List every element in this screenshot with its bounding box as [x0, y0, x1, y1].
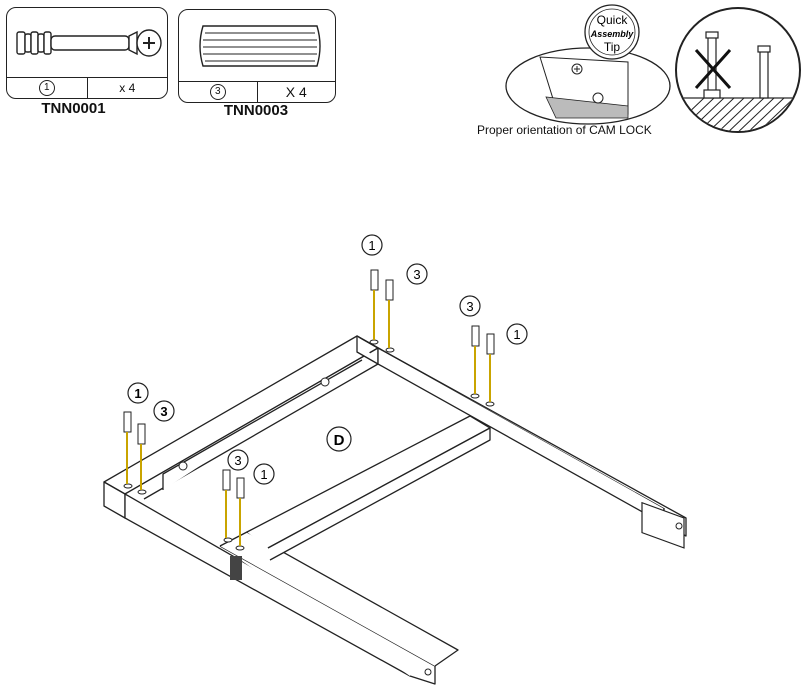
part-code-tnn0001: TNN0001 — [41, 100, 106, 117]
tip-badge-line: Tip — [604, 40, 621, 54]
part-quantity: x 4 — [86, 78, 168, 98]
callout-label: 3 — [466, 299, 473, 314]
cam-lock-detail: Quick Assembly Tip — [505, 4, 671, 125]
part-card-tnn0003: 3 X 4 — [178, 9, 336, 103]
part-quantity: X 4 — [256, 82, 336, 102]
part-card-tnn0001: 1 x 4 — [6, 7, 168, 99]
tip-caption: Proper orientation of CAM LOCK — [477, 123, 652, 137]
callout-label: 3 — [413, 267, 420, 282]
tip-badge-line: Quick — [597, 13, 629, 27]
orientation-comparison — [675, 7, 801, 133]
part-number-badge: 3 — [209, 84, 226, 100]
cam-bolt-icon — [16, 29, 162, 57]
callout-label: 1 — [260, 467, 267, 482]
tip-badge-line: Assembly — [590, 29, 635, 39]
panel-label: D — [334, 432, 345, 449]
callout-label: 3 — [160, 404, 167, 419]
callout-label: 1 — [134, 386, 141, 401]
callout-label: 1 — [368, 238, 375, 253]
callout-label: 3 — [234, 453, 241, 468]
qty-row: 1 x 4 — [7, 77, 167, 98]
part-code-tnn0003: TNN0003 — [223, 102, 289, 119]
callout-label: 1 — [513, 327, 520, 342]
incorrect-x-icon — [694, 48, 732, 90]
qty-row: 3 X 4 — [179, 81, 335, 102]
part-number-badge: 1 — [38, 80, 55, 96]
wood-dowel-icon — [199, 25, 321, 67]
